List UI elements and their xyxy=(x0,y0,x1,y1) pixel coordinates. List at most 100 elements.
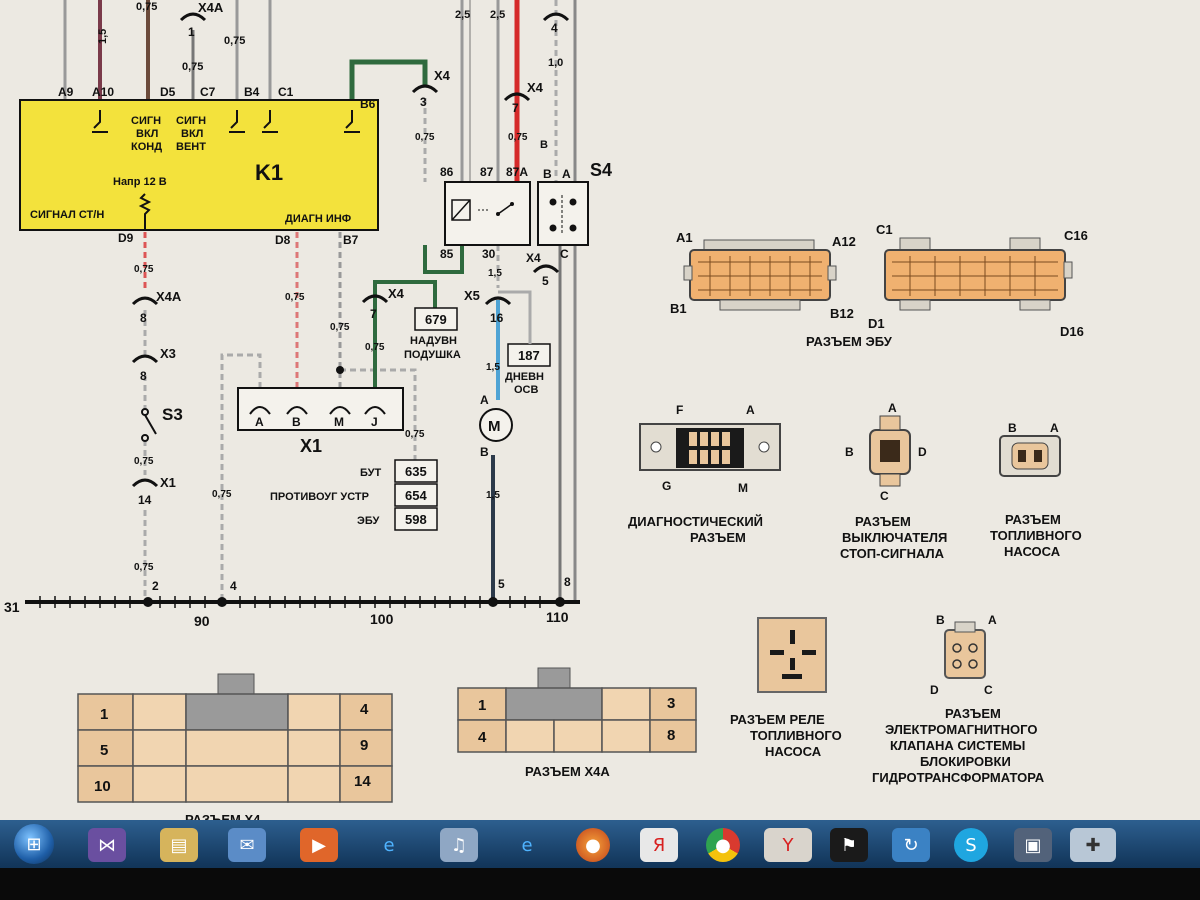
x1-area-wires xyxy=(220,232,437,600)
k1-signal: СИГНАЛ СТ/Н xyxy=(30,209,104,221)
update-icon[interactable]: ↻ xyxy=(892,828,930,862)
connector-x3: X3 xyxy=(160,346,176,361)
wire-label-blue-15: 1,5 xyxy=(486,362,500,373)
diag-title-1: ДИАГНОСТИЧЕСКИЙ xyxy=(628,514,763,529)
ecu-pin-d16: D16 xyxy=(1060,324,1084,339)
k1-a10-line1: СИГН xyxy=(131,115,161,127)
wire-label-ground-075: 0,75 xyxy=(134,562,154,573)
k1-pin-d8: D8 xyxy=(275,233,291,247)
stop-switch-connector xyxy=(869,415,911,487)
connector-n5: 5 xyxy=(542,274,549,288)
k1-supply: Напр 12 В xyxy=(113,176,167,188)
socket-x3 xyxy=(131,354,159,364)
wire-label-d8-075: 0,75 xyxy=(285,292,305,303)
x4-cell-1: 1 xyxy=(100,706,108,723)
app-icon[interactable]: ✚ xyxy=(1070,828,1116,862)
ref-598-text: ЭБУ xyxy=(357,515,379,527)
diag-title-2: РАЗЪЕМ xyxy=(690,530,746,545)
x4-grid xyxy=(77,673,393,803)
ref-654-text: ПРОТИВОУГ УСТР xyxy=(270,491,369,503)
x4a-title: РАЗЪЕМ X4A xyxy=(525,764,610,779)
x1-block-name: X1 xyxy=(300,436,322,456)
ecu-pin-b12: B12 xyxy=(830,306,854,321)
diag-pin-a: A xyxy=(746,403,755,417)
screen-bezel xyxy=(0,868,1200,900)
wire-label-s4-b: B xyxy=(540,139,548,151)
yandex-browser-icon[interactable]: Y xyxy=(764,828,812,862)
ground-n4: 4 xyxy=(230,579,237,593)
stop-pin-d: D xyxy=(918,445,927,459)
socket-x4-3 xyxy=(411,84,439,94)
pump-title-3: НАСОСА xyxy=(1004,544,1061,559)
wire-label-87a-075: 0,75 xyxy=(508,132,528,143)
x4-title: РАЗЪЕМ X4 xyxy=(185,812,261,820)
socket-x4-4 xyxy=(542,12,570,22)
connector-n7-green: 7 xyxy=(370,307,377,321)
valve-pin-b: B xyxy=(936,613,945,627)
folder-icon[interactable]: ▤ xyxy=(160,828,198,862)
motor-m: M xyxy=(488,418,501,435)
pump-pin-b: B xyxy=(1008,421,1017,435)
ie2-icon[interactable]: e xyxy=(521,834,533,856)
ground-tick-90: 90 xyxy=(194,613,210,629)
connector-n14: 14 xyxy=(138,493,152,507)
save-icon[interactable]: ▣ xyxy=(1014,828,1052,862)
speaker-icon[interactable]: ♫ xyxy=(440,828,478,862)
start-orb-icon[interactable]: ⊞ xyxy=(14,824,54,864)
k1-pin-c1: C1 xyxy=(278,85,294,99)
chrome-icon[interactable]: ● xyxy=(706,828,740,862)
ground-bus xyxy=(25,596,580,608)
relay-pin-30: 30 xyxy=(482,247,496,261)
relay-pin-86: 86 xyxy=(440,165,454,179)
pump-title-2: ТОПЛИВНОГО xyxy=(990,528,1082,543)
relay-socket-title-2: ТОПЛИВНОГО xyxy=(750,728,842,743)
ecu-pin-b1: B1 xyxy=(670,301,687,316)
ecu-pin-c16: C16 xyxy=(1064,228,1088,243)
k1-pin-a10: A10 xyxy=(92,85,114,99)
k1-d5-line1: СИГН xyxy=(176,115,206,127)
ground-n5: 5 xyxy=(498,577,505,591)
fuel-pump-relay xyxy=(444,181,531,246)
k1-d5-line3: ВЕНТ xyxy=(176,141,206,153)
ecu-pin-d1: D1 xyxy=(868,316,885,331)
wire-label-j-075: 0,75 xyxy=(365,342,385,353)
pump-title-1: РАЗЪЕМ xyxy=(1005,512,1061,527)
ref-187-text2: ОСВ xyxy=(514,384,539,396)
switch-s4-pin-a: A xyxy=(562,167,571,181)
valve-connector xyxy=(944,621,986,679)
connector-x4-5: X4 xyxy=(526,251,541,265)
socket-x5 xyxy=(484,296,512,306)
k1-resistor xyxy=(138,193,152,230)
ie-icon[interactable]: e xyxy=(383,834,395,856)
pump-pin-a: A xyxy=(1050,421,1059,435)
wire-label-left-075: 0,75 xyxy=(212,489,232,500)
k1-pin-a9: A9 xyxy=(58,85,74,99)
x4-cell-14: 14 xyxy=(354,773,371,790)
motor-pin-a: A xyxy=(480,393,489,407)
socket-x4-green xyxy=(361,294,389,304)
k1-switch-symbols xyxy=(92,110,360,133)
media-icon[interactable]: ⋈ xyxy=(88,828,126,862)
wire-label-30-15: 1,5 xyxy=(488,268,502,279)
ref-679-text2: ПОДУШКА xyxy=(404,349,461,361)
x4-cell-9: 9 xyxy=(360,737,368,754)
yandex-icon[interactable]: Я xyxy=(640,828,678,862)
k1-d5-line2: ВКЛ xyxy=(181,128,203,140)
wire-label-b4-075: 0,75 xyxy=(224,35,245,47)
wire-label-a10-075: 0,75 xyxy=(136,1,157,13)
k1-name: K1 xyxy=(255,160,283,185)
ground-tick-100: 100 xyxy=(370,611,394,627)
player-icon[interactable]: ▶ xyxy=(300,828,338,862)
connector-x1-left: X1 xyxy=(160,475,176,490)
game-icon[interactable]: ⚑ xyxy=(830,828,868,862)
connector-x4-green: X4 xyxy=(388,286,405,301)
mail-icon[interactable]: ✉ xyxy=(228,828,266,862)
x1-block: A B M J xyxy=(237,387,404,431)
skype-icon[interactable]: S xyxy=(954,828,988,862)
stop-pin-a: A xyxy=(888,401,897,415)
valve-title-3: КЛАПАНА СИСТЕМЫ xyxy=(890,738,1025,753)
firefox-icon[interactable]: ● xyxy=(576,828,610,862)
upper-wires xyxy=(63,0,428,100)
stop-title-2: ВЫКЛЮЧАТЕЛЯ xyxy=(842,530,947,545)
stop-pin-b: B xyxy=(845,445,854,459)
